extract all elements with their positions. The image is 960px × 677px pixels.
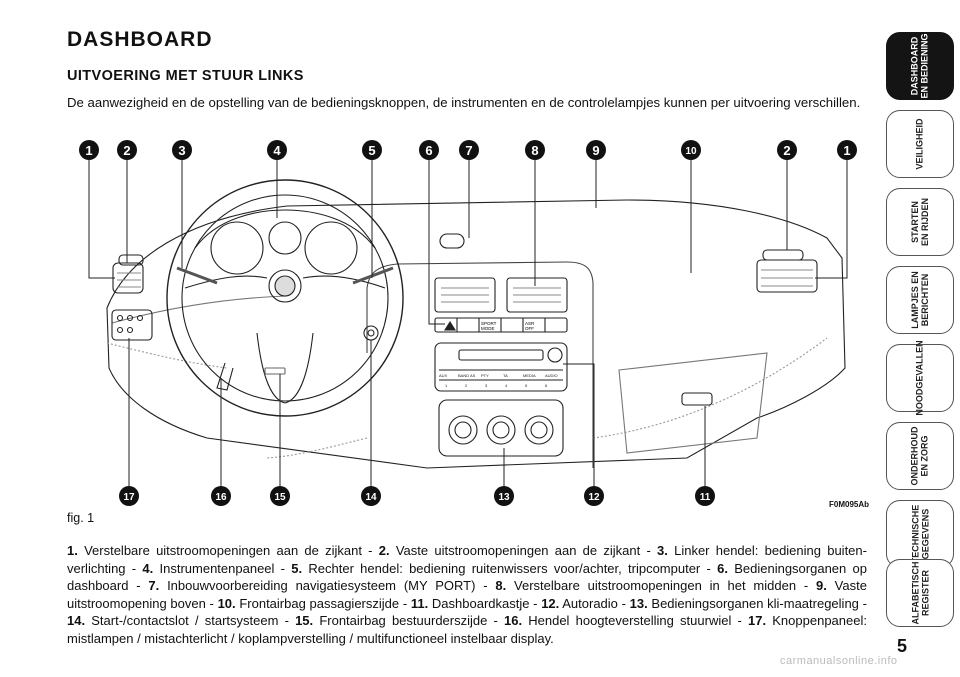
radio-preset-6: 6	[545, 383, 548, 388]
callout-3-number: 3	[178, 143, 185, 158]
section-subtitle: UITVOERING MET STUUR LINKS	[67, 68, 304, 84]
tab-noodgevallen[interactable]: NOODGEVALLEN	[886, 340, 954, 416]
legend-item-9: 9. Vaste uitstroomopening boven -	[67, 578, 867, 611]
callout-16-number: 16	[215, 492, 227, 503]
callout-10	[681, 140, 701, 160]
callout-11	[695, 486, 715, 506]
callout-3	[172, 140, 192, 160]
callout-1-right	[837, 140, 857, 160]
radio-btn-ta: TA	[503, 373, 508, 378]
legend-item-17: 17. Knoppenpaneel: mistlampen / mistacht…	[67, 613, 867, 646]
callout-12-number: 12	[588, 492, 600, 503]
legend-item-16: 16. Hendel hoogteverstelling stuurwiel -	[504, 613, 749, 628]
callout-12	[584, 486, 604, 506]
callout-4	[267, 140, 287, 160]
callout-8	[525, 140, 545, 160]
legend-item-8: 8. Verstelbare uitstroomopeningen in het…	[495, 578, 817, 593]
legend-item-11: 11. Dashboardkastje -	[410, 595, 542, 611]
tab-technische-gegevens[interactable]: TECHNISCHE GEGEVENS	[886, 500, 954, 568]
switch-off-label: OFF	[525, 326, 534, 331]
switch-sport-label: SPORT	[481, 321, 497, 326]
switch-asr-label: ASR	[525, 321, 535, 326]
intro-paragraph: De aanwezigheid en de opstelling van de …	[67, 95, 861, 110]
tab-starten-en-rijden[interactable]: STARTEN EN RIJDEN	[886, 188, 954, 256]
callout-13-number: 13	[498, 492, 510, 503]
radio-btn-band: BAND AS	[458, 373, 476, 378]
callout-7	[459, 140, 479, 160]
figure-code: F0M095Ab	[829, 500, 870, 509]
callout-5-number: 5	[368, 143, 375, 158]
callout-9-number: 9	[592, 143, 599, 158]
legend-item-4: 4. Instrumentenpaneel -	[142, 560, 292, 576]
legend-item-5: 5. Rechter hendel: bediening ruitenwisse…	[291, 560, 718, 576]
legend-item-7: 7. Inbouwvoorbereiding navigatiesysteem …	[148, 578, 496, 593]
page-number: 5	[897, 636, 908, 656]
dashboard-illustration: SPORT MODE ASR OFF AUX BAND AS PTY TA ME…	[67, 138, 870, 513]
radio-preset-2: 2	[465, 383, 468, 388]
figure-legend: 1. Verstelbare uitstroomopeningen aan de…	[67, 542, 867, 647]
callout-1-left-number: 1	[85, 143, 92, 158]
legend-item-14: 14. Start-/contactslot / startsysteem -	[67, 613, 296, 628]
callout-17-number: 17	[123, 492, 135, 503]
callout-2-right	[777, 140, 797, 160]
callout-10-number: 10	[685, 146, 697, 157]
radio-preset-3: 3	[485, 383, 488, 388]
radio-btn-media: MEDIA	[523, 373, 536, 378]
legend-item-12: 12. Autoradio -	[541, 595, 630, 611]
callout-15	[270, 486, 290, 506]
legend-item-15: 15. Frontairbag bestuurderszijde -	[295, 613, 504, 628]
radio-preset-1: 1	[445, 383, 448, 388]
callout-11-number: 11	[700, 492, 711, 503]
radio-preset-5: 5	[525, 383, 528, 388]
callout-15-number: 15	[274, 492, 286, 503]
legend-item-2: 2. Vaste uitstroomopeningen aan de zijka…	[378, 543, 658, 558]
figure-label: fig. 1	[67, 511, 95, 525]
tab-veiligheid[interactable]: VEILIGHEID	[886, 110, 954, 178]
legend-item-6: 6. Bedieningsorganen op dashboard -	[67, 560, 867, 594]
callout-14	[361, 486, 381, 506]
legend-item-3: 3. Linker hendel: bediening buiten-verli…	[67, 543, 867, 576]
radio-btn-audio: AUDIO	[545, 373, 558, 378]
legend-item-13: 13. Bedieningsorganen kli-maatregeling -	[629, 595, 867, 611]
tab-dashboard-en-bediening[interactable]: DASHBOARD EN BEDIENING	[886, 32, 954, 100]
callout-4-number: 4	[273, 143, 281, 158]
tab-onderhoud-en-zorg[interactable]: ONDERHOUD EN ZORG	[886, 422, 954, 490]
tab-alfabetisch-register[interactable]: ALFABETISCH REGISTER	[886, 559, 954, 627]
callout-1-left	[79, 140, 99, 160]
callout-1-right-number: 1	[843, 143, 850, 158]
page-title: DASHBOARD	[67, 28, 213, 51]
radio-preset-4: 4	[505, 383, 508, 388]
callout-17	[119, 486, 139, 506]
watermark-text: carmanualsonline.info	[780, 655, 898, 667]
radio-btn-pty: PTY	[481, 373, 489, 378]
callout-6-number: 6	[425, 143, 432, 158]
callout-7-number: 7	[465, 143, 472, 158]
callout-6	[419, 140, 439, 160]
legend-item-10: 10. Frontairbag passagierszijde -	[217, 595, 411, 611]
callout-14-number: 14	[365, 492, 377, 503]
callout-2-left-number: 2	[123, 143, 130, 158]
callout-8-number: 8	[531, 143, 538, 158]
callout-5	[362, 140, 382, 160]
callout-2-right-number: 2	[783, 143, 790, 158]
legend-item-1: 1. Verstelbare uitstroomopeningen aan de…	[67, 543, 379, 558]
tab-lampjes-en-berichten[interactable]: LAMPJES EN BERICHTEN	[886, 266, 954, 334]
chapter-tabs: DASHBOARD EN BEDIENING VEILIGHEID STARTE…	[880, 0, 960, 677]
switch-mode-label: MODE	[481, 326, 495, 331]
callout-13	[494, 486, 514, 506]
callout-16	[211, 486, 231, 506]
radio-btn-aux: AUX	[439, 373, 448, 378]
callout-2-left	[117, 140, 137, 160]
callout-9	[586, 140, 606, 160]
